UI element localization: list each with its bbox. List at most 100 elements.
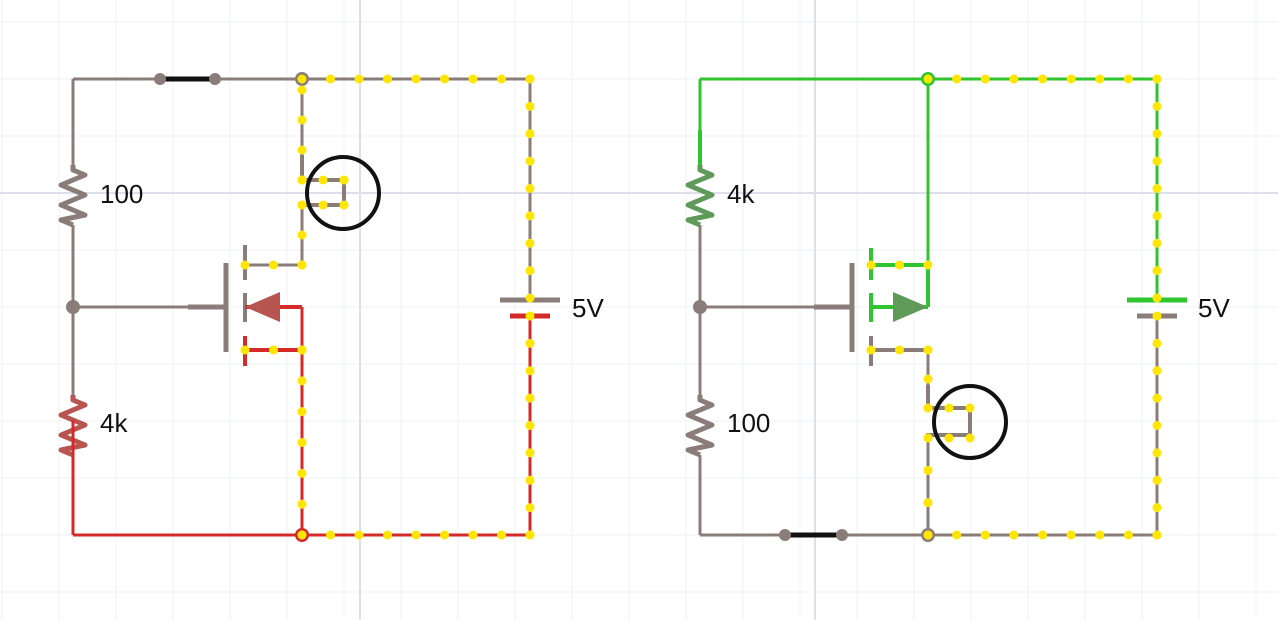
- current-dot: [297, 74, 307, 84]
- current-dot: [297, 438, 307, 447]
- current-dot: [339, 200, 349, 210]
- current-dot: [525, 530, 535, 540]
- current-dot: [525, 311, 535, 321]
- current-dot: [866, 260, 876, 270]
- current-dot: [525, 184, 535, 193]
- current-dot: [339, 175, 349, 185]
- resistor-zigzag-icon: [685, 165, 715, 228]
- current-dot: [923, 74, 933, 84]
- current-dot: [525, 238, 535, 248]
- current-dot: [297, 85, 307, 95]
- current-dot: [525, 266, 535, 276]
- lamp-icon: [932, 384, 1008, 460]
- current-dot: [354, 74, 364, 84]
- current-dot: [326, 530, 335, 540]
- current-dot: [525, 156, 535, 166]
- current-dot: [411, 74, 421, 84]
- current-dot: [1152, 393, 1162, 403]
- current-dot: [525, 448, 535, 458]
- resistor-zigzag-icon: [58, 165, 88, 228]
- battery-label: 5V: [572, 293, 604, 323]
- current-dot: [1152, 211, 1162, 221]
- current-dot: [1123, 74, 1133, 84]
- current-dot: [468, 530, 478, 540]
- current-dot: [1152, 156, 1162, 166]
- mosfet-icon: [814, 263, 855, 352]
- current-dot: [297, 345, 307, 355]
- current-dot: [297, 200, 307, 210]
- current-dot: [866, 345, 876, 355]
- battery-label: 5V: [1198, 293, 1230, 323]
- current-dot: [965, 433, 975, 443]
- current-dot: [297, 230, 307, 240]
- current-dot: [923, 530, 933, 540]
- current-dot: [240, 260, 250, 270]
- current-dot: [318, 200, 328, 210]
- current-dot: [1066, 74, 1076, 84]
- mosfet-icon: [188, 263, 229, 352]
- current-dot: [1152, 238, 1162, 248]
- current-flow-dots: [240, 74, 1162, 540]
- lamp-icon: [305, 155, 381, 231]
- current-dot: [952, 530, 962, 540]
- current-dot: [525, 293, 535, 303]
- current-dot: [525, 393, 535, 403]
- resistor-zigzag-icon: [58, 395, 88, 458]
- current-dot: [1038, 530, 1047, 540]
- current-dot: [525, 129, 535, 139]
- current-dot: [980, 530, 990, 540]
- current-dot: [525, 101, 535, 111]
- current-dot: [1152, 266, 1162, 276]
- current-dot: [1152, 475, 1162, 485]
- current-dot: [1152, 530, 1162, 540]
- current-dot: [1152, 129, 1162, 139]
- current-dot: [269, 345, 278, 355]
- current-dot: [895, 345, 904, 355]
- current-dot: [923, 374, 933, 384]
- resistor-label-bottom: 4k: [100, 408, 128, 438]
- current-dot: [383, 74, 392, 84]
- current-dot: [297, 407, 307, 417]
- current-dot: [240, 345, 250, 355]
- current-dot: [923, 345, 933, 355]
- current-dot: [895, 260, 904, 270]
- current-dot: [1152, 184, 1162, 193]
- current-dot: [297, 376, 307, 386]
- current-dot: [1152, 74, 1162, 84]
- current-dot: [944, 403, 954, 413]
- current-dot: [1152, 448, 1162, 458]
- current-dot: [525, 338, 535, 348]
- current-dot: [1152, 338, 1162, 348]
- current-dot: [297, 175, 307, 185]
- current-dot: [923, 433, 933, 443]
- current-dot: [944, 433, 954, 443]
- switch-icon: [779, 529, 848, 541]
- current-dot: [1009, 530, 1019, 540]
- current-dot: [1009, 74, 1019, 84]
- current-dot: [923, 498, 933, 508]
- resistor-label-top: 100: [100, 179, 144, 209]
- current-dot: [1152, 293, 1162, 303]
- current-dot: [297, 468, 307, 478]
- current-dot: [497, 74, 506, 84]
- current-dot: [497, 530, 506, 540]
- current-dot: [952, 74, 962, 84]
- current-dot: [1123, 530, 1133, 540]
- current-dot: [411, 530, 421, 540]
- resistor-label-bottom: 100: [727, 408, 771, 438]
- resistor-label-top: 4k: [727, 179, 755, 209]
- current-dot: [525, 211, 535, 221]
- current-dot: [440, 530, 449, 540]
- current-dot: [923, 260, 933, 270]
- current-dot: [965, 403, 975, 413]
- current-dot: [923, 465, 933, 475]
- current-dot: [525, 475, 535, 485]
- switch-icon: [154, 73, 221, 85]
- current-dot: [525, 74, 535, 84]
- current-dot: [354, 530, 364, 540]
- current-dot: [440, 74, 449, 84]
- current-dot: [525, 503, 535, 513]
- current-dot: [1152, 503, 1162, 513]
